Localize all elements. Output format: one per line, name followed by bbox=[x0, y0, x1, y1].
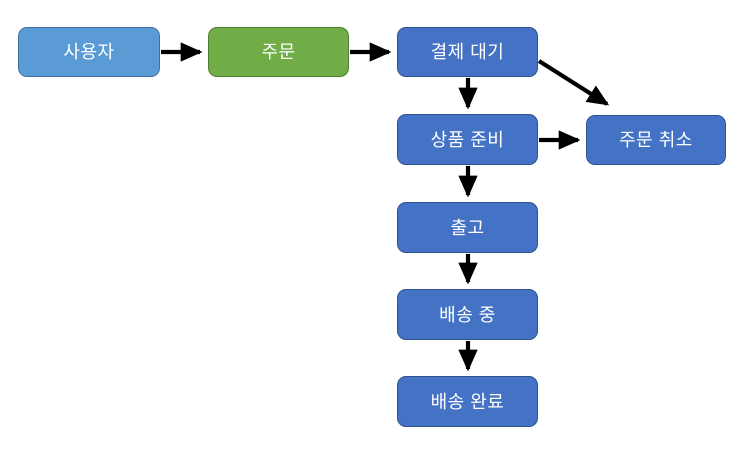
node-order-cancelled[interactable]: 주문 취소 bbox=[586, 115, 726, 165]
node-order[interactable]: 주문 bbox=[208, 27, 349, 77]
edge-payment-pending-to-order-cancelled bbox=[537, 59, 610, 106]
node-user[interactable]: 사용자 bbox=[18, 27, 160, 77]
node-label-user: 사용자 bbox=[63, 42, 115, 62]
node-label-order: 주문 bbox=[261, 42, 296, 62]
node-label-preparing: 상품 준비 bbox=[430, 129, 505, 150]
node-payment-pending[interactable]: 결제 대기 bbox=[397, 27, 538, 77]
node-in-transit[interactable]: 배송 중 bbox=[397, 289, 538, 340]
node-preparing[interactable]: 상품 준비 bbox=[397, 114, 538, 165]
node-label-shipped: 출고 bbox=[450, 217, 485, 238]
node-label-delivered: 배송 완료 bbox=[430, 391, 505, 412]
node-shipped[interactable]: 출고 bbox=[397, 202, 538, 253]
node-label-in-transit: 배송 중 bbox=[439, 304, 496, 325]
node-delivered[interactable]: 배송 완료 bbox=[397, 376, 538, 427]
node-label-payment-pending: 결제 대기 bbox=[430, 42, 505, 62]
node-label-order-cancelled: 주문 취소 bbox=[619, 130, 693, 150]
